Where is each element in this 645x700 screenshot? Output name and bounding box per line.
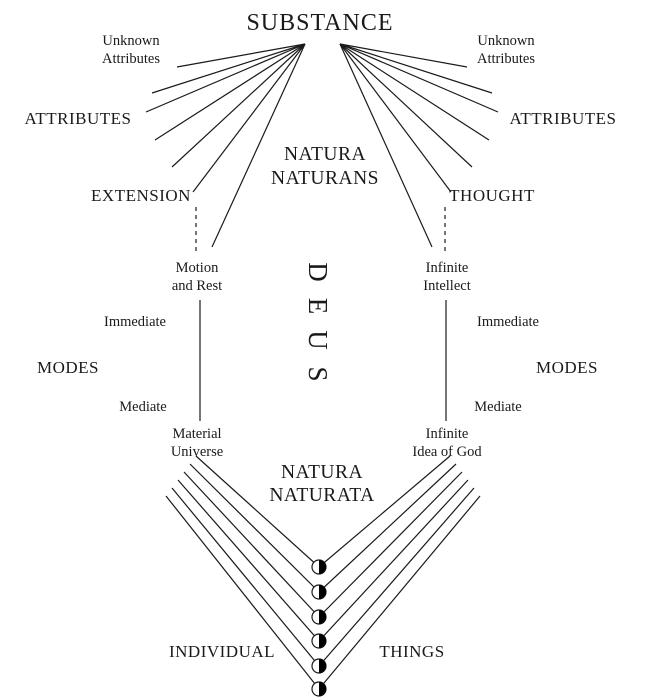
modes-right-label: MODES bbox=[536, 358, 598, 377]
individual-line bbox=[318, 479, 469, 642]
infinite-intellect-line2: Intellect bbox=[423, 278, 471, 294]
attribute-line bbox=[151, 43, 306, 94]
immediate-right-label: Immediate bbox=[477, 314, 539, 330]
individual-line bbox=[195, 455, 320, 568]
natura-naturans-line1: NATURA bbox=[284, 144, 366, 165]
natura-naturans-line2: NATURANS bbox=[271, 168, 379, 189]
individual-line bbox=[318, 495, 481, 690]
individual-thing-node bbox=[311, 559, 327, 575]
attribute-line-extension bbox=[192, 43, 306, 193]
attribute-line bbox=[154, 43, 306, 141]
extension-label: EXTENSION bbox=[91, 186, 191, 205]
motion-and-rest-line1: Motion bbox=[176, 260, 219, 276]
attribute-line-long bbox=[211, 43, 306, 248]
infinite-intellect-line1: Infinite bbox=[426, 260, 469, 276]
infinite-idea-of-god-line2: Idea of God bbox=[412, 444, 482, 460]
modes-left-label: MODES bbox=[37, 358, 99, 377]
individual-line bbox=[183, 471, 320, 618]
unknown-attributes-left-line2: Attributes bbox=[102, 51, 160, 67]
individual-line bbox=[318, 463, 457, 593]
individual-line bbox=[318, 455, 451, 568]
attribute-line bbox=[339, 43, 493, 94]
thought-label: THOUGHT bbox=[449, 186, 535, 205]
attributes-left-label: ATTRIBUTES bbox=[25, 109, 132, 128]
deus-letter-u: U bbox=[303, 330, 333, 350]
substance-label: SUBSTANCE bbox=[246, 10, 393, 36]
unknown-attributes-right-line2: Attributes bbox=[477, 51, 535, 67]
individual-thing-node bbox=[311, 584, 327, 600]
right-converging-fan bbox=[318, 455, 481, 690]
attribute-line bbox=[176, 43, 306, 68]
substance-left-fan bbox=[145, 43, 306, 248]
immediate-left-label: Immediate bbox=[104, 314, 166, 330]
attribute-line bbox=[171, 43, 306, 168]
individual-thing-node bbox=[311, 633, 327, 649]
deus-label: D E U S bbox=[303, 262, 333, 381]
material-universe-line2: Universe bbox=[171, 444, 223, 460]
attribute-line-long bbox=[339, 43, 433, 248]
material-universe-line1: Material bbox=[172, 426, 221, 442]
individual-label: INDIVIDUAL bbox=[169, 642, 275, 661]
individual-thing-nodes bbox=[311, 559, 327, 697]
natura-naturata-line1: NATURA bbox=[281, 462, 363, 483]
mediate-right-label: Mediate bbox=[474, 399, 522, 415]
individual-line bbox=[189, 463, 320, 593]
deus-letter-d: D bbox=[303, 262, 333, 282]
substance-right-fan bbox=[339, 43, 499, 248]
individual-line bbox=[318, 471, 463, 618]
individual-line bbox=[171, 487, 320, 667]
attributes-right-label: ATTRIBUTES bbox=[510, 109, 617, 128]
infinite-idea-of-god-line1: Infinite bbox=[426, 426, 469, 442]
motion-and-rest-line2: and Rest bbox=[172, 278, 222, 294]
unknown-attributes-right-line1: Unknown bbox=[477, 33, 535, 49]
attribute-line-thought bbox=[339, 43, 452, 193]
individual-thing-node bbox=[311, 681, 327, 697]
mediate-left-label: Mediate bbox=[119, 399, 167, 415]
attribute-line bbox=[339, 43, 490, 141]
things-label: THINGS bbox=[379, 642, 444, 661]
individual-thing-node bbox=[311, 609, 327, 625]
left-converging-fan bbox=[165, 455, 320, 690]
individual-line bbox=[177, 479, 320, 642]
individual-line bbox=[165, 495, 320, 690]
deus-letter-e: E bbox=[303, 298, 333, 315]
attribute-line bbox=[339, 43, 473, 168]
individual-line bbox=[318, 487, 475, 667]
individual-thing-node bbox=[311, 658, 327, 674]
attribute-line bbox=[339, 43, 468, 68]
natura-naturata-line2: NATURATA bbox=[269, 485, 374, 506]
attribute-line bbox=[339, 43, 499, 113]
attribute-line bbox=[145, 43, 306, 113]
deus-letter-s: S bbox=[303, 366, 333, 381]
unknown-attributes-left-line1: Unknown bbox=[102, 33, 160, 49]
